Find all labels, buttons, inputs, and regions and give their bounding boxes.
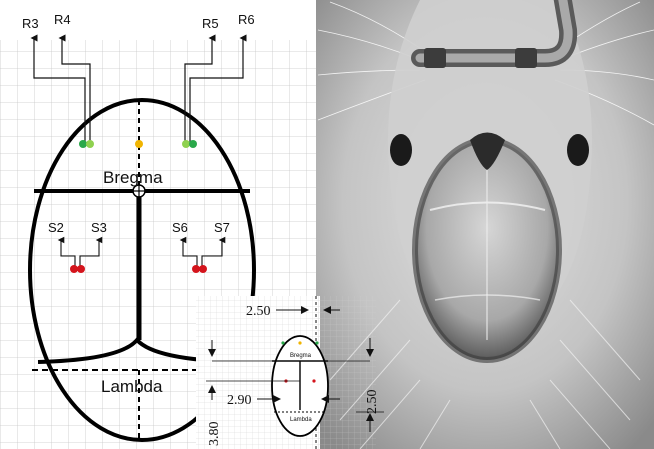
measurement-inset: Bregma Lambda 2.50 2.90 3.80 2.50: [196, 296, 384, 449]
electrode-label-s2: S2: [48, 220, 64, 235]
electrode-r4-dot: [86, 140, 94, 148]
left-eye: [390, 134, 412, 166]
electrode-label-r4: R4: [54, 12, 71, 27]
inset-skull-diagram: Bregma Lambda: [272, 336, 328, 436]
dimension-bottom-vertical-label: 3.80: [207, 422, 222, 447]
electrode-label-r5: R5: [202, 16, 219, 31]
electrode-label-s3: S3: [91, 220, 107, 235]
electrode-s6-dot: [192, 265, 200, 273]
electrode-label-r6: R6: [238, 12, 255, 27]
electrode-ref-dot: [135, 140, 143, 148]
inset-bregma-label: Bregma: [290, 353, 312, 359]
dimension-right-vertical-label: 2.50: [365, 390, 380, 415]
electrode-r5-dot: [182, 140, 190, 148]
dimension-top-label: 2.50: [246, 304, 271, 319]
inset-lambda-label: Lambda: [290, 417, 312, 423]
electrode-label-r3: R3: [22, 16, 39, 31]
electrode-s3-dot: [77, 265, 85, 273]
electrode-s7-dot: [199, 265, 207, 273]
electrode-label-s7: S7: [214, 220, 230, 235]
electrode-r6-dot: [189, 140, 197, 148]
bregma-label: Bregma: [103, 168, 163, 187]
electrode-s2-dot: [70, 265, 78, 273]
electrode-r3-dot: [79, 140, 87, 148]
electrode-label-s6: S6: [172, 220, 188, 235]
lambda-label: Lambda: [101, 377, 163, 396]
right-eye: [567, 134, 589, 166]
dimension-middle-label: 2.90: [227, 393, 252, 408]
